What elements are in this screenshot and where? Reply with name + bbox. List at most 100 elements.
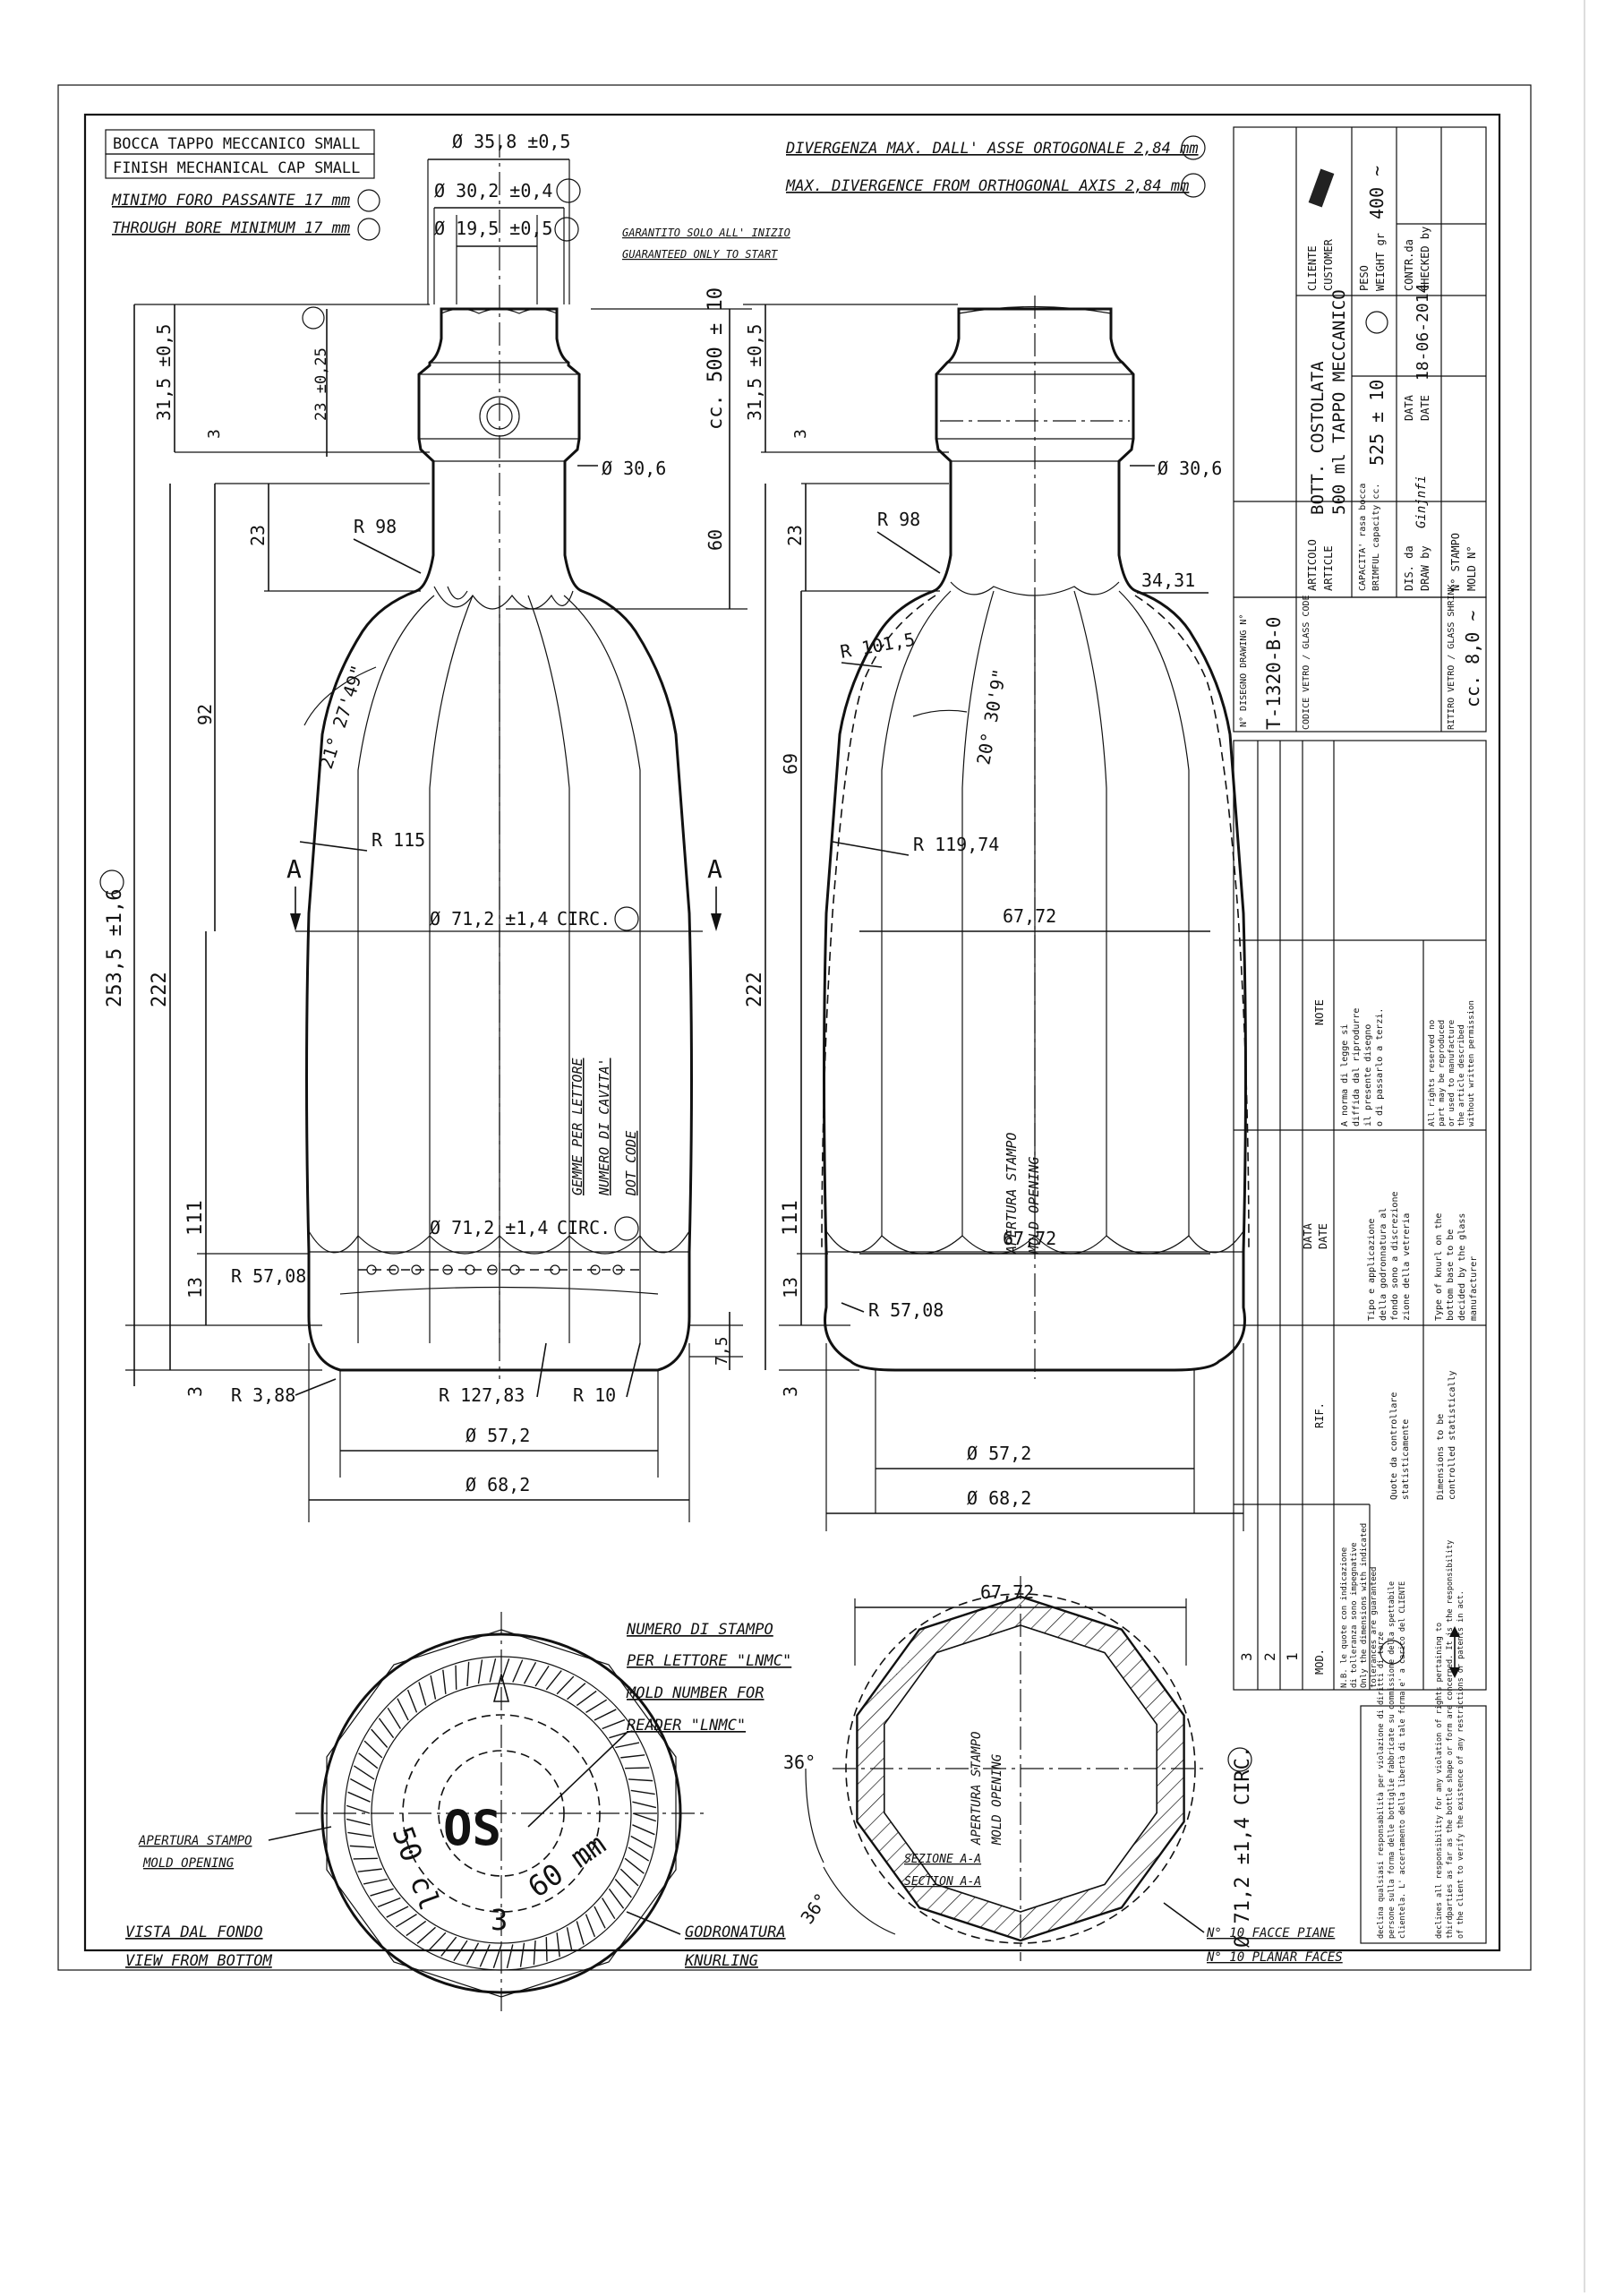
dim-d-top: Ø 35,8 ±0,5 — [452, 131, 570, 152]
rib-line — [961, 590, 995, 1236]
logo-os: OS — [443, 1800, 501, 1856]
dim-h-23-025: 23 ±0,25 — [312, 347, 330, 421]
critical-mark-icon — [302, 306, 325, 330]
dim-angle-r: 20° 30'9" — [972, 667, 1010, 767]
dim-r-12783: R 127,83 — [439, 1384, 525, 1406]
cliente-label: CLIENTE — [1306, 245, 1319, 291]
section-a-left: A — [286, 854, 302, 884]
mod-label: MOD. — [1313, 1649, 1326, 1675]
dim-d-neck: Ø 30,6 — [602, 458, 666, 479]
rib-line — [357, 595, 435, 1343]
opening-en: MOLD OPENING — [142, 1856, 235, 1871]
peso-label: PESO — [1358, 265, 1371, 291]
nb-2: di tolleranza sono impegnative — [1350, 1542, 1359, 1688]
knurling-it: GODRONATURA — [685, 1923, 786, 1941]
mold-opening-it: APERTURA STAMPO — [1004, 1133, 1020, 1255]
legal-9: without written permission — [1467, 1000, 1476, 1127]
critical-mark-icon — [1380, 1640, 1405, 1665]
reader-note-1: GEMME PER LETTORE — [569, 1058, 585, 1195]
dim-r-10: R 10 — [573, 1384, 616, 1406]
dim-d-neck-r: Ø 30,6 — [1157, 458, 1222, 479]
capacity-value: 525 ± 10 — [1366, 380, 1388, 466]
dim-h-finish-r: 31,5 ±0,5 — [744, 324, 765, 421]
critical-mark-icon — [554, 217, 579, 242]
dim-h-111-r: 111 — [780, 1200, 802, 1236]
dim-d-mid: Ø 30,2 ±0,4 — [434, 180, 552, 201]
view-from-bottom-it: VISTA DAL FONDO — [125, 1923, 263, 1941]
rib-line — [527, 595, 570, 1343]
article-name-1: BOTT. COSTOLATA — [1308, 361, 1328, 515]
mold-label: MOLD N° — [1465, 545, 1478, 591]
legal-7: or used to manufacture — [1448, 1020, 1456, 1127]
dim-leader — [626, 1911, 681, 1935]
dim-leader — [832, 841, 910, 856]
header-center: DIVERGENZA MAX. DALL' ASSE ORTOGONALE 2,… — [785, 135, 1206, 198]
section-opening-en: MOLD OPENING — [990, 1753, 1004, 1846]
dim-h-69: 69 — [780, 753, 801, 775]
angle-1: 36° — [783, 1752, 816, 1773]
rib-line — [429, 595, 474, 1343]
rib-line — [563, 595, 641, 1343]
article-name-2: 500 ml TAPPO MECCANICO — [1329, 289, 1349, 515]
dim-h-3-r: 3 — [791, 429, 810, 439]
knurl-note-2: della godronnatura al — [1379, 1208, 1388, 1321]
mold-number-note-2: PER LETTORE "LNMC" — [627, 1652, 791, 1670]
dim-d-68: Ø 68,2 — [466, 1474, 530, 1495]
disclaimer-2: persone sulla forma delle bottiglie fabb… — [1388, 1581, 1397, 1939]
knurl-note-3: fondo sono a discrezione — [1390, 1192, 1400, 1322]
mold-number-note-1: NUMERO DI STAMPO — [626, 1621, 773, 1639]
legal-8: the article described — [1457, 1024, 1466, 1127]
critical-mark-icon — [357, 218, 380, 241]
data-date-label-1: DATA — [1302, 1222, 1314, 1249]
critical-mark-icon — [1181, 173, 1206, 198]
bore-it-label: MINIMO FORO PASSANTE 17 mm — [111, 192, 350, 210]
angle-arc — [303, 666, 377, 726]
section-arrow-icon — [711, 913, 722, 931]
drawing-number-box — [1233, 596, 1487, 732]
bore-en-label: THROUGH BORE MINIMUM 17 mm — [112, 219, 350, 237]
disclaimer-1: declina qualsiasi responsabilità per vio… — [1377, 1632, 1386, 1939]
dim-leader — [1163, 1902, 1205, 1933]
dim-r-57: R 57,08 — [231, 1265, 306, 1287]
stampo-label: N° STAMPO — [1449, 533, 1462, 591]
customer-label: CUSTOMER — [1322, 238, 1335, 291]
double-arrow-icon — [1449, 1626, 1460, 1637]
date-value: 18-06-2014 — [1414, 284, 1432, 381]
weight-label: WEIGHT gr — [1374, 233, 1387, 291]
punt-curve — [339, 1286, 659, 1295]
stat-2: statisticamente — [1401, 1419, 1411, 1500]
drawing-value: T-1320-B-0 — [1263, 617, 1285, 730]
dim-h-3b: 3 — [184, 1386, 206, 1397]
dim-capacity: cc. 500 ± 10 — [705, 287, 727, 430]
article-label: ARTICLE — [1322, 545, 1335, 591]
section-opening-it: APERTURA STAMPO — [970, 1732, 984, 1846]
opening-it: APERTURA STAMPO — [138, 1834, 252, 1848]
knurl-note-8: manufacturer — [1469, 1256, 1479, 1321]
dim-w-6772: 67,72 — [1003, 905, 1056, 927]
rib-line — [881, 590, 952, 1236]
dim-d-57-r: Ø 57,2 — [967, 1443, 1031, 1464]
knurl-note-5: Type of knurl on the — [1434, 1213, 1444, 1321]
capacity-label-2: BRIMFUL capacity cc. — [1371, 484, 1381, 591]
outer-frame — [57, 84, 1532, 1971]
left-elevation-view: A A Ø 35,8 ±0,5 Ø 30,2 ±0,4 Ø 19,5 ±0,5 … — [99, 131, 752, 1522]
critical-mark-icon — [1365, 311, 1388, 334]
dim-leader — [353, 538, 422, 574]
nb-4: tolerances are guaranteed — [1370, 1567, 1379, 1688]
dim-r-98: R 98 — [354, 516, 397, 537]
dim-h-total: 253,5 ±1,6 — [104, 889, 126, 1007]
guaranteed-it-label: GARANTITO SOLO ALL' INIZIO — [622, 227, 790, 239]
dim-r-115: R 115 — [372, 829, 425, 851]
inner-frame — [83, 113, 1501, 1952]
faces-en: N° 10 PLANAR FACES — [1206, 1950, 1343, 1965]
disclaimer-3: clientela. L' accertamento della libertà… — [1398, 1581, 1407, 1939]
knurl-note-6: bottom base to be — [1446, 1229, 1456, 1321]
critical-mark-icon — [614, 906, 639, 931]
capacity-label-1: CAPACITA' rasa bocca — [1358, 484, 1368, 591]
guaranteed-en-label: GUARANTEED ONLY TO START — [622, 248, 778, 261]
faces-it: N° 10 FACCE PIANE — [1206, 1926, 1336, 1940]
section-circ-label: Ø 71,2 ±1,4 CIRC. — [1232, 1746, 1254, 1948]
disclaimer-4: declines all responsibility for any viol… — [1435, 1623, 1444, 1939]
dim-section-w: 67,72 — [980, 1581, 1034, 1603]
